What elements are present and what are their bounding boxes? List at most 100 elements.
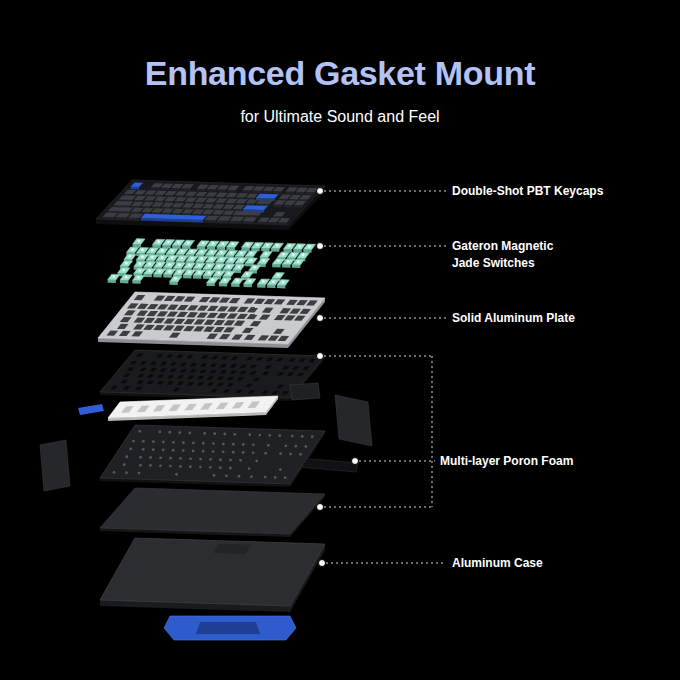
keycap — [233, 205, 245, 209]
foam-hole — [187, 382, 194, 386]
keycap — [141, 214, 207, 220]
pcb-pad — [199, 466, 202, 469]
switch — [120, 275, 132, 281]
keycap — [235, 199, 248, 204]
foam-hole — [207, 383, 214, 387]
pcb-pad — [291, 435, 294, 438]
switch-stem — [240, 252, 243, 255]
gasket-strip — [108, 396, 278, 421]
pcb-pad — [229, 467, 232, 470]
keycap-side — [278, 222, 287, 225]
pcb-pad — [284, 444, 287, 447]
leader-dot — [352, 458, 359, 465]
pcb-pad — [252, 451, 255, 454]
pcb-pad — [168, 431, 171, 434]
switch-stem — [167, 241, 170, 244]
foam-layer — [100, 350, 325, 401]
pcb-pad — [175, 473, 178, 476]
keycap — [252, 186, 265, 190]
keycap — [192, 210, 205, 214]
foam-hole — [200, 363, 207, 367]
pcb-pad — [212, 450, 215, 453]
switch-stem — [181, 250, 184, 253]
pcb-pad — [169, 465, 172, 468]
switch-stem — [228, 265, 231, 268]
switch-stem — [220, 258, 223, 261]
strip-slot — [153, 405, 166, 412]
switch-stem — [158, 270, 161, 273]
strip-slot — [169, 404, 182, 411]
case-bottom — [100, 538, 325, 612]
keycap — [164, 197, 176, 202]
keycap — [296, 188, 309, 193]
plate-hole — [147, 304, 159, 309]
case-recess — [214, 544, 252, 554]
pcb-pad — [232, 451, 235, 454]
foam-hole — [157, 381, 164, 385]
pcb-pad — [311, 435, 314, 438]
pcb-pad — [250, 475, 253, 478]
foam-hole — [272, 391, 279, 395]
foam-hole — [170, 369, 177, 373]
pcb-pad — [125, 471, 128, 474]
foam-hole — [147, 381, 154, 385]
plate-hole — [204, 320, 216, 325]
foam-hole — [289, 358, 296, 362]
foam-hole — [197, 376, 204, 380]
switch-stem — [208, 271, 211, 274]
keycap — [151, 208, 164, 213]
switch-stem — [218, 272, 221, 275]
keycap — [215, 198, 228, 202]
keycap-side — [252, 191, 261, 194]
leader-dot — [317, 188, 324, 195]
switch — [233, 264, 245, 270]
switch-stem — [208, 264, 211, 267]
keycap — [119, 195, 137, 200]
keycap — [134, 190, 147, 194]
keycap — [113, 201, 133, 206]
part-label: Double-Shot PBT Keycaps — [452, 183, 662, 200]
keycap — [268, 218, 280, 222]
leader-dots — [317, 188, 359, 567]
plate-hole — [134, 317, 146, 322]
switch-stem — [201, 250, 204, 253]
plate-hole — [154, 318, 166, 323]
switch — [297, 253, 309, 259]
pcb-pad — [264, 476, 267, 479]
switch-stem — [151, 256, 154, 259]
keycap-side — [217, 189, 226, 192]
switch — [249, 265, 261, 271]
switch — [124, 254, 136, 260]
pcb-pad — [284, 476, 287, 479]
part-label-holder: Aluminum Case — [452, 555, 662, 572]
plate-hole — [167, 305, 179, 310]
plate-hole — [124, 310, 136, 315]
foam-hole — [135, 387, 142, 391]
switch-side — [219, 283, 227, 286]
foam-hole — [262, 372, 269, 376]
plate-hole — [120, 317, 132, 322]
pcb-pad — [213, 432, 216, 435]
foam-hole — [127, 367, 134, 371]
keycap-side — [161, 188, 170, 191]
strip-slot — [184, 404, 197, 411]
foam-hole — [217, 383, 224, 387]
plate-hole — [164, 318, 176, 323]
leader-dot — [317, 353, 324, 360]
foam-hole — [248, 390, 255, 394]
pcb-pad — [232, 443, 235, 446]
plate-hole — [147, 311, 159, 316]
keycap — [124, 190, 137, 194]
switch-layer — [108, 239, 316, 289]
pcb-pad — [138, 472, 141, 475]
pcb-pad — [279, 468, 282, 471]
plate-hole — [157, 311, 169, 316]
plate-hole — [163, 325, 175, 330]
switch-stem — [230, 251, 233, 254]
switch — [277, 280, 289, 286]
plate-hole — [289, 308, 301, 313]
pcb-pad — [172, 441, 175, 444]
switch — [118, 268, 130, 274]
switch-stem — [129, 255, 132, 258]
switch-stem — [202, 242, 205, 245]
